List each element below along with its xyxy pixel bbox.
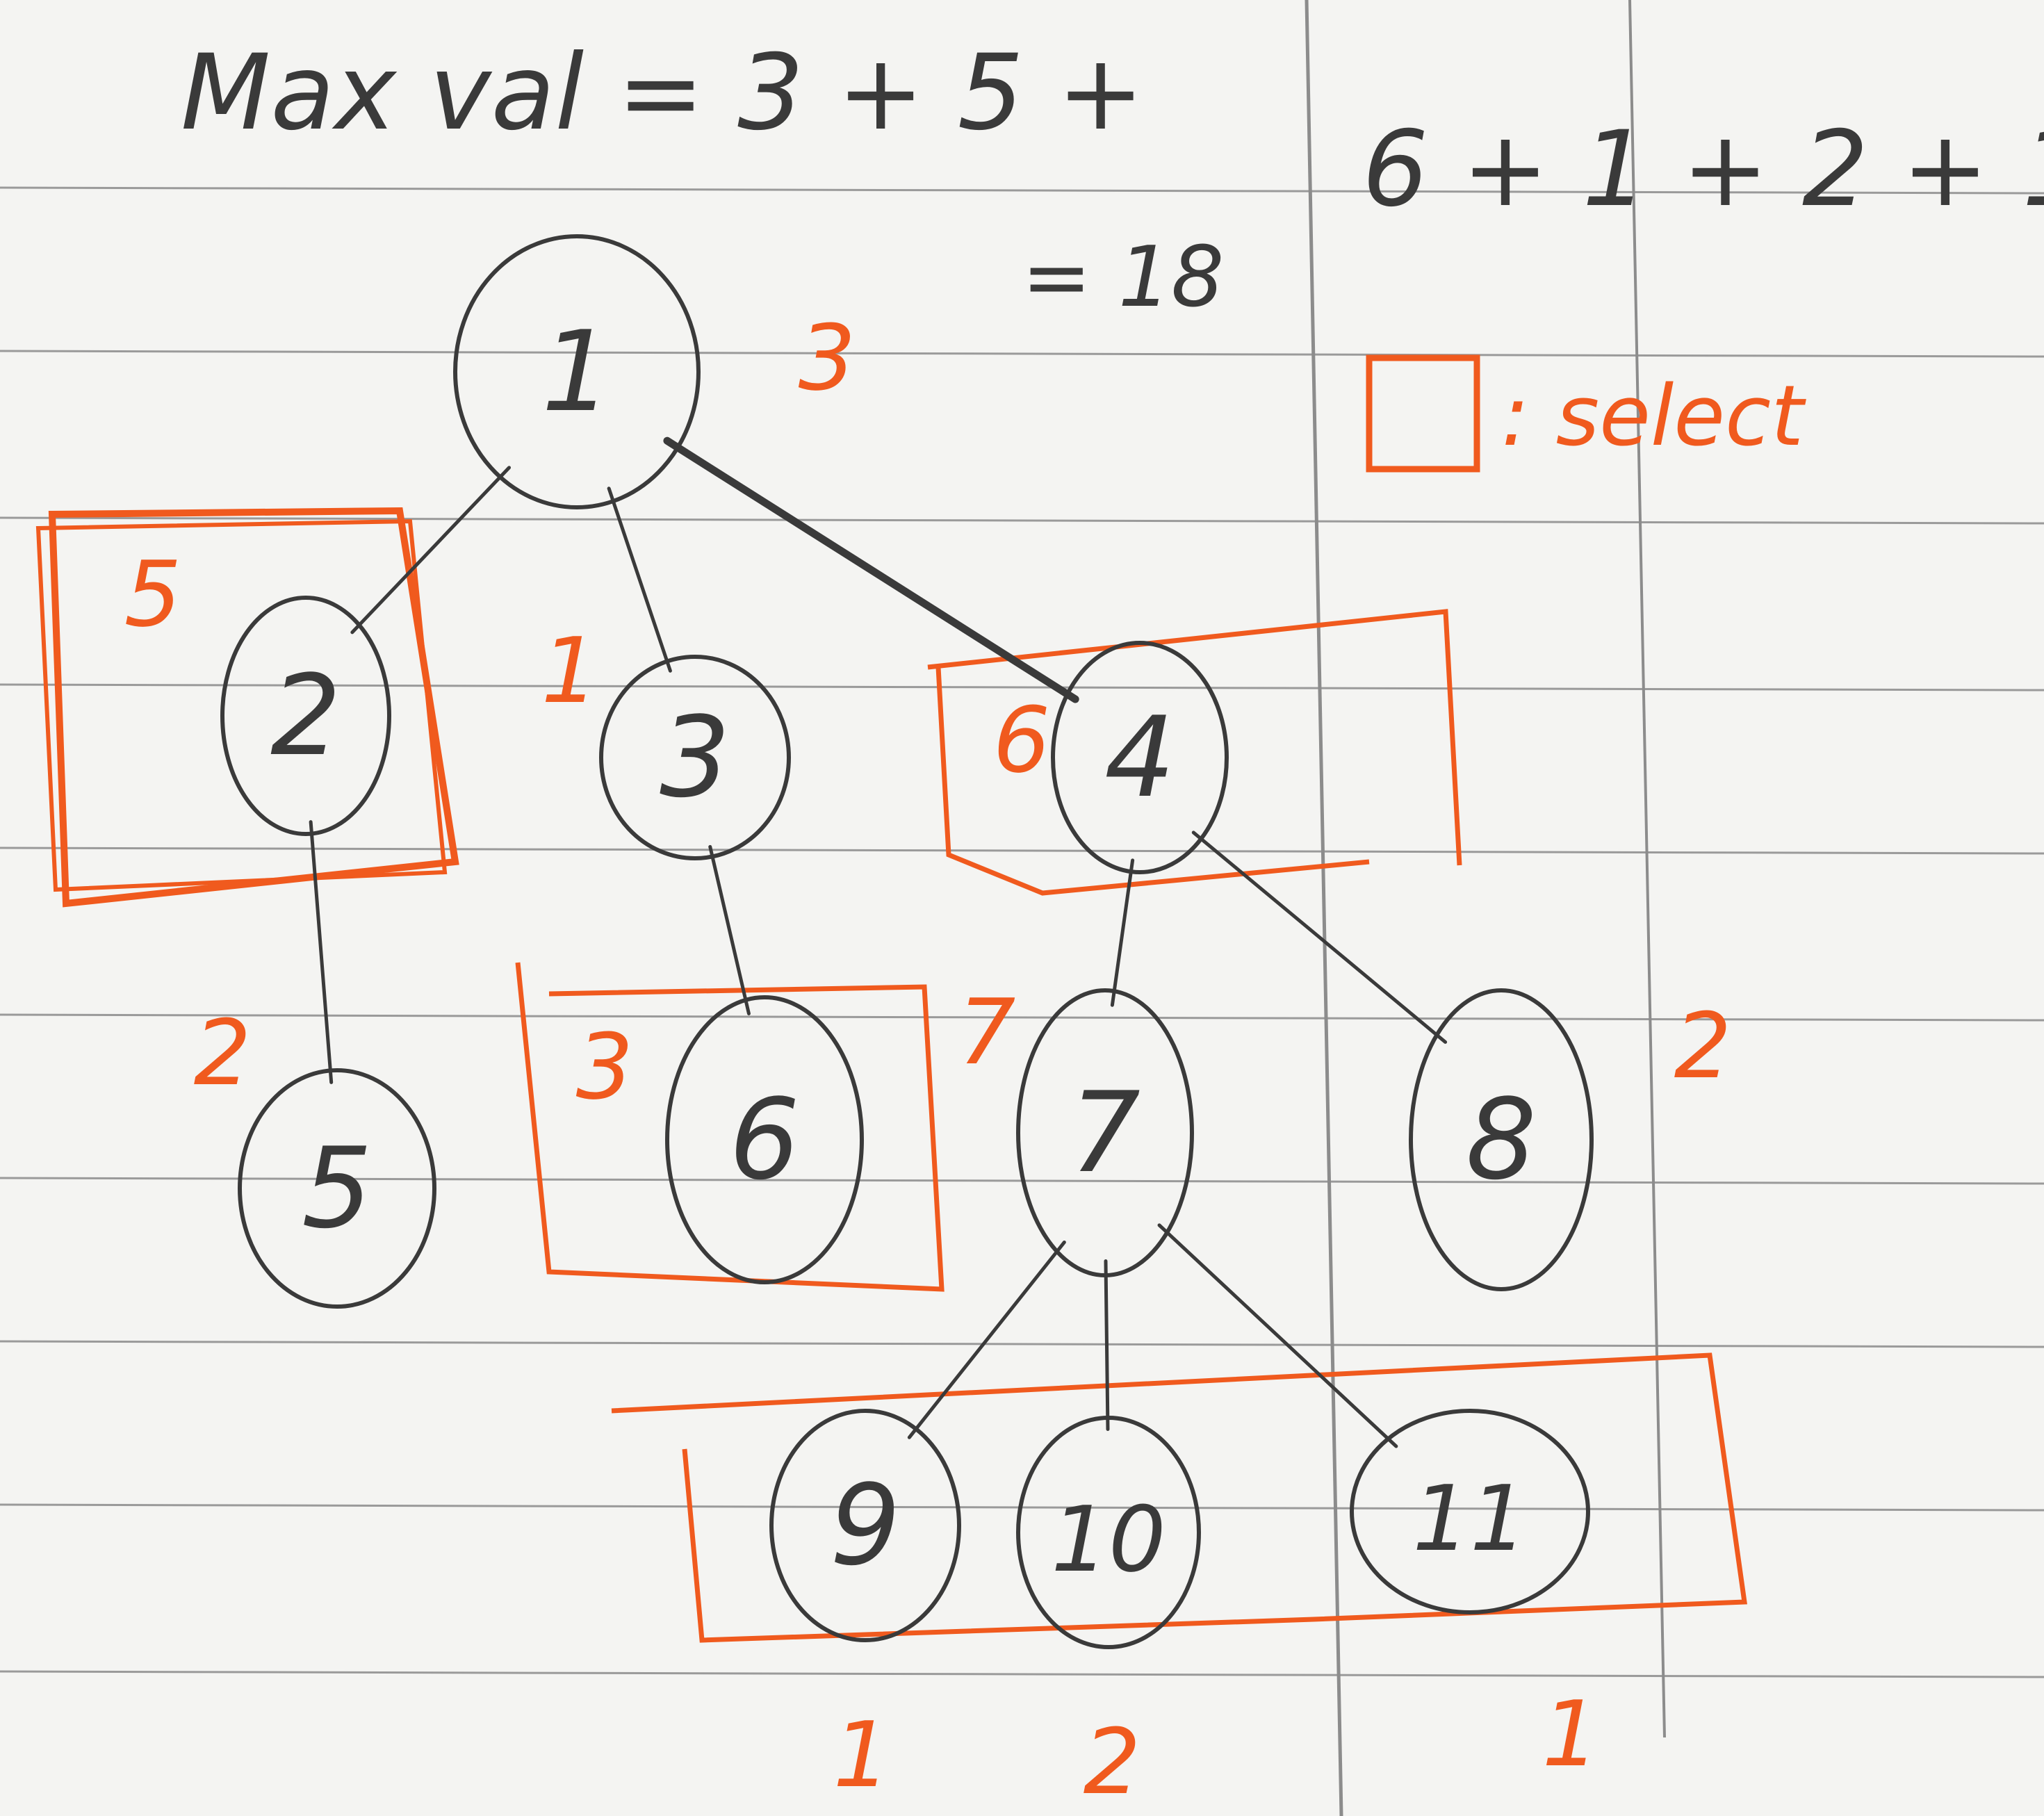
- node-id-label: 2: [270, 651, 341, 780]
- edge-4-7: [1110, 858, 1135, 1007]
- margin-line: [1628, 0, 1666, 1738]
- legend-selection-box: [1366, 354, 1480, 473]
- edge-7-11: [1157, 1223, 1398, 1448]
- selection-box-node-4: [927, 609, 1462, 896]
- selection-box-node-6: [515, 962, 945, 1292]
- node-circle: [1016, 1416, 1201, 1649]
- node-values: 3 5 1 6 2 3 7 2 1 2 1: [124, 305, 1732, 1815]
- node-id-label: 11: [1412, 1466, 1527, 1571]
- node-value-11: 1: [1542, 1681, 1600, 1787]
- formula-right: 6 + 1 + 2 + 1: [1362, 109, 2044, 230]
- node-circle: [220, 596, 391, 836]
- node-id-label: 1: [541, 306, 612, 436]
- rule-line: [0, 1670, 2044, 1678]
- node-id-label: 6: [729, 1074, 800, 1204]
- rule-line: [0, 1340, 2044, 1348]
- node-value-1: 3: [799, 305, 856, 411]
- node-circle: [238, 1068, 436, 1309]
- node-value-9: 1: [833, 1702, 891, 1808]
- edge-7-10: [1104, 1259, 1110, 1432]
- node-value-2: 5: [124, 541, 182, 647]
- node-id-label: 7: [1070, 1067, 1140, 1197]
- node-value-7: 7: [958, 979, 1016, 1085]
- rule-line: [0, 846, 2044, 855]
- tree-node-11: 11: [1350, 1409, 1590, 1614]
- tree-node-10: 10: [1016, 1416, 1201, 1649]
- node-value-3: 1: [541, 618, 599, 723]
- tree-node-2: 2: [220, 596, 391, 836]
- tree-node-4: 4: [1051, 641, 1229, 874]
- node-value-4: 6: [993, 687, 1051, 793]
- node-id-label: 4: [1104, 692, 1175, 822]
- edge-1-2: [350, 466, 512, 635]
- node-circle: [1016, 988, 1194, 1277]
- tree-node-9: 9: [769, 1409, 961, 1642]
- tree-node-5: 5: [238, 1068, 436, 1309]
- page-fold-line: [1305, 0, 1343, 1816]
- rule-line: [0, 516, 2044, 525]
- edge-4-8: [1191, 831, 1448, 1044]
- edge-1-4: [663, 436, 1079, 703]
- edge-3-6: [708, 844, 751, 1015]
- formula-result: = 18: [1022, 229, 1224, 326]
- tree-node-1: 1: [453, 234, 701, 509]
- rule-line: [0, 350, 2044, 358]
- node-circle: [665, 995, 864, 1284]
- tree-node-8: 8: [1409, 988, 1594, 1291]
- selection-boxes: [35, 507, 1748, 1643]
- node-id-label: 5: [302, 1123, 373, 1253]
- tree-node-7: 7: [1016, 988, 1194, 1277]
- node-id-label: 3: [660, 692, 730, 822]
- node-circle: [1051, 641, 1229, 874]
- node-id-label: 10: [1051, 1487, 1166, 1592]
- tree-node-6: 6: [665, 995, 864, 1284]
- node-value-5: 2: [194, 1000, 252, 1106]
- rule-line: [0, 186, 2044, 195]
- selection-box-nodes-9-10-11: [611, 1352, 1748, 1643]
- tree-nodes: 1 2 3 4 5 6 7 8 9 10 11: [220, 234, 1594, 1649]
- edge-1-3: [607, 486, 672, 673]
- node-id-label: 9: [830, 1460, 901, 1590]
- edge-7-9: [907, 1240, 1066, 1439]
- node-value-10: 2: [1084, 1709, 1141, 1815]
- node-circle: [1409, 988, 1594, 1291]
- node-circle: [453, 234, 701, 509]
- edge-2-5: [309, 820, 334, 1084]
- selection-box-node-2: [48, 507, 459, 908]
- selection-box-node-2-outline: [35, 518, 448, 892]
- tree-node-3: 3: [599, 655, 791, 860]
- formula-left: Max val = 3 + 5 +: [181, 33, 1144, 154]
- rule-line: [0, 1013, 2044, 1022]
- node-circle: [769, 1409, 961, 1642]
- node-id-label: 8: [1466, 1074, 1537, 1204]
- rule-line: [0, 683, 2044, 692]
- tree-edges: [309, 436, 1448, 1448]
- legend-label: : select: [1501, 368, 1806, 465]
- node-circle: [599, 655, 791, 860]
- node-circle: [1350, 1409, 1590, 1614]
- node-value-6: 3: [576, 1014, 634, 1120]
- node-value-8: 2: [1674, 993, 1732, 1099]
